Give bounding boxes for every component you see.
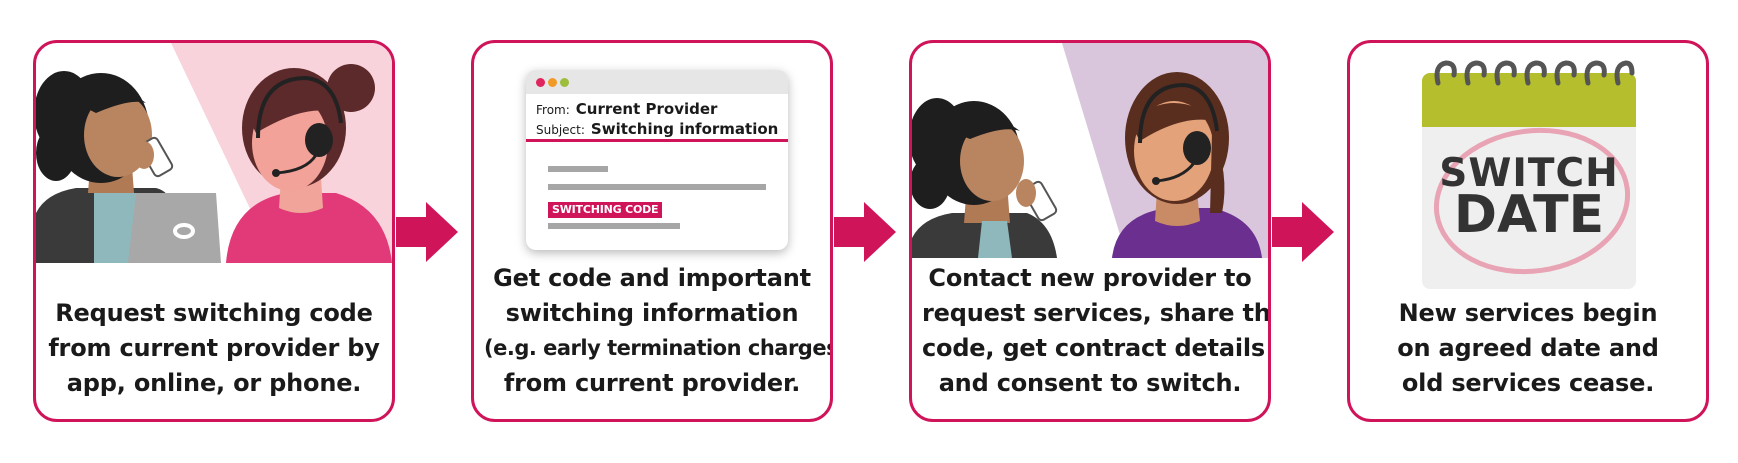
customer-figure — [912, 98, 1057, 258]
window-maximize-dot — [560, 78, 569, 87]
caption-line: Get code and important — [493, 264, 811, 292]
step-caption: Get code and important switching informa… — [484, 261, 833, 401]
caption-line: Request switching code — [55, 299, 373, 327]
caption-line: and consent to switch. — [938, 369, 1242, 397]
calendar-graphic — [1422, 60, 1636, 289]
caption-line: from current provider by — [48, 334, 380, 362]
caption-line: New services begin — [1398, 299, 1658, 327]
step-card-contact-new: Contact new provider to request services… — [909, 40, 1271, 422]
window-minimize-dot — [548, 78, 557, 87]
email-body-line — [548, 223, 680, 229]
customer-and-new-agent-illustration — [912, 43, 1268, 258]
email-from-row: From: Current Provider — [536, 100, 778, 120]
step-caption: New services begin on agreed date and ol… — [1360, 296, 1696, 401]
caption-line: old services cease. — [1401, 369, 1655, 397]
email-subject-label: Subject: — [536, 123, 585, 137]
phone-icon — [134, 136, 174, 178]
email-window-icon: From: Current Provider Subject: Switching … — [526, 70, 788, 250]
email-titlebar — [526, 70, 788, 94]
phone-icon — [1016, 179, 1058, 222]
email-from-value: Current Provider — [575, 100, 718, 118]
email-subject-value: Switching information — [590, 120, 779, 138]
caption-line: app, online, or phone. — [66, 369, 362, 397]
calendar-icon: SWITCH DATE — [1420, 51, 1638, 291]
caption-line: switching information — [505, 299, 799, 327]
email-from-label: From: — [536, 103, 570, 117]
window-close-dot — [536, 78, 545, 87]
calendar-date-text: DATE — [1453, 185, 1605, 245]
email-subject-row: Subject: Switching information — [536, 120, 778, 140]
calendar-switch-text: SWITCH — [1439, 151, 1619, 196]
email-header: From: Current Provider Subject: Switching … — [526, 94, 788, 142]
step-caption: Request switching code from current prov… — [46, 296, 382, 401]
step-caption: Contact new provider to request services… — [922, 261, 1271, 401]
customer-and-agent-illustration — [36, 43, 392, 263]
switching-code-badge: SWITCHING CODE — [548, 202, 663, 218]
caption-line: from current provider. — [503, 369, 801, 397]
caption-line: on agreed date and — [1397, 334, 1659, 362]
step-card-get-code: From: Current Provider Subject: Switching … — [471, 40, 833, 422]
caption-line: (e.g. early termination charges) — [484, 336, 833, 360]
arrow-right-icon — [396, 202, 458, 262]
caption-line: code, get contract details — [922, 334, 1265, 362]
laptop-icon — [128, 193, 221, 263]
email-body-line — [548, 184, 766, 190]
arrow-right-icon — [1272, 202, 1334, 262]
step-card-request-code: Request switching code from current prov… — [33, 40, 395, 422]
headset-icon — [1138, 82, 1219, 185]
caption-line: Contact new provider to — [928, 264, 1252, 292]
step-card-new-services: SWITCH DATE New services begin on agreed… — [1347, 40, 1709, 422]
agent-figure — [1112, 72, 1262, 258]
caption-line: request services, share the — [922, 299, 1271, 327]
email-body-line — [548, 166, 608, 172]
arrow-right-icon — [834, 202, 896, 262]
headset-icon — [256, 75, 343, 177]
